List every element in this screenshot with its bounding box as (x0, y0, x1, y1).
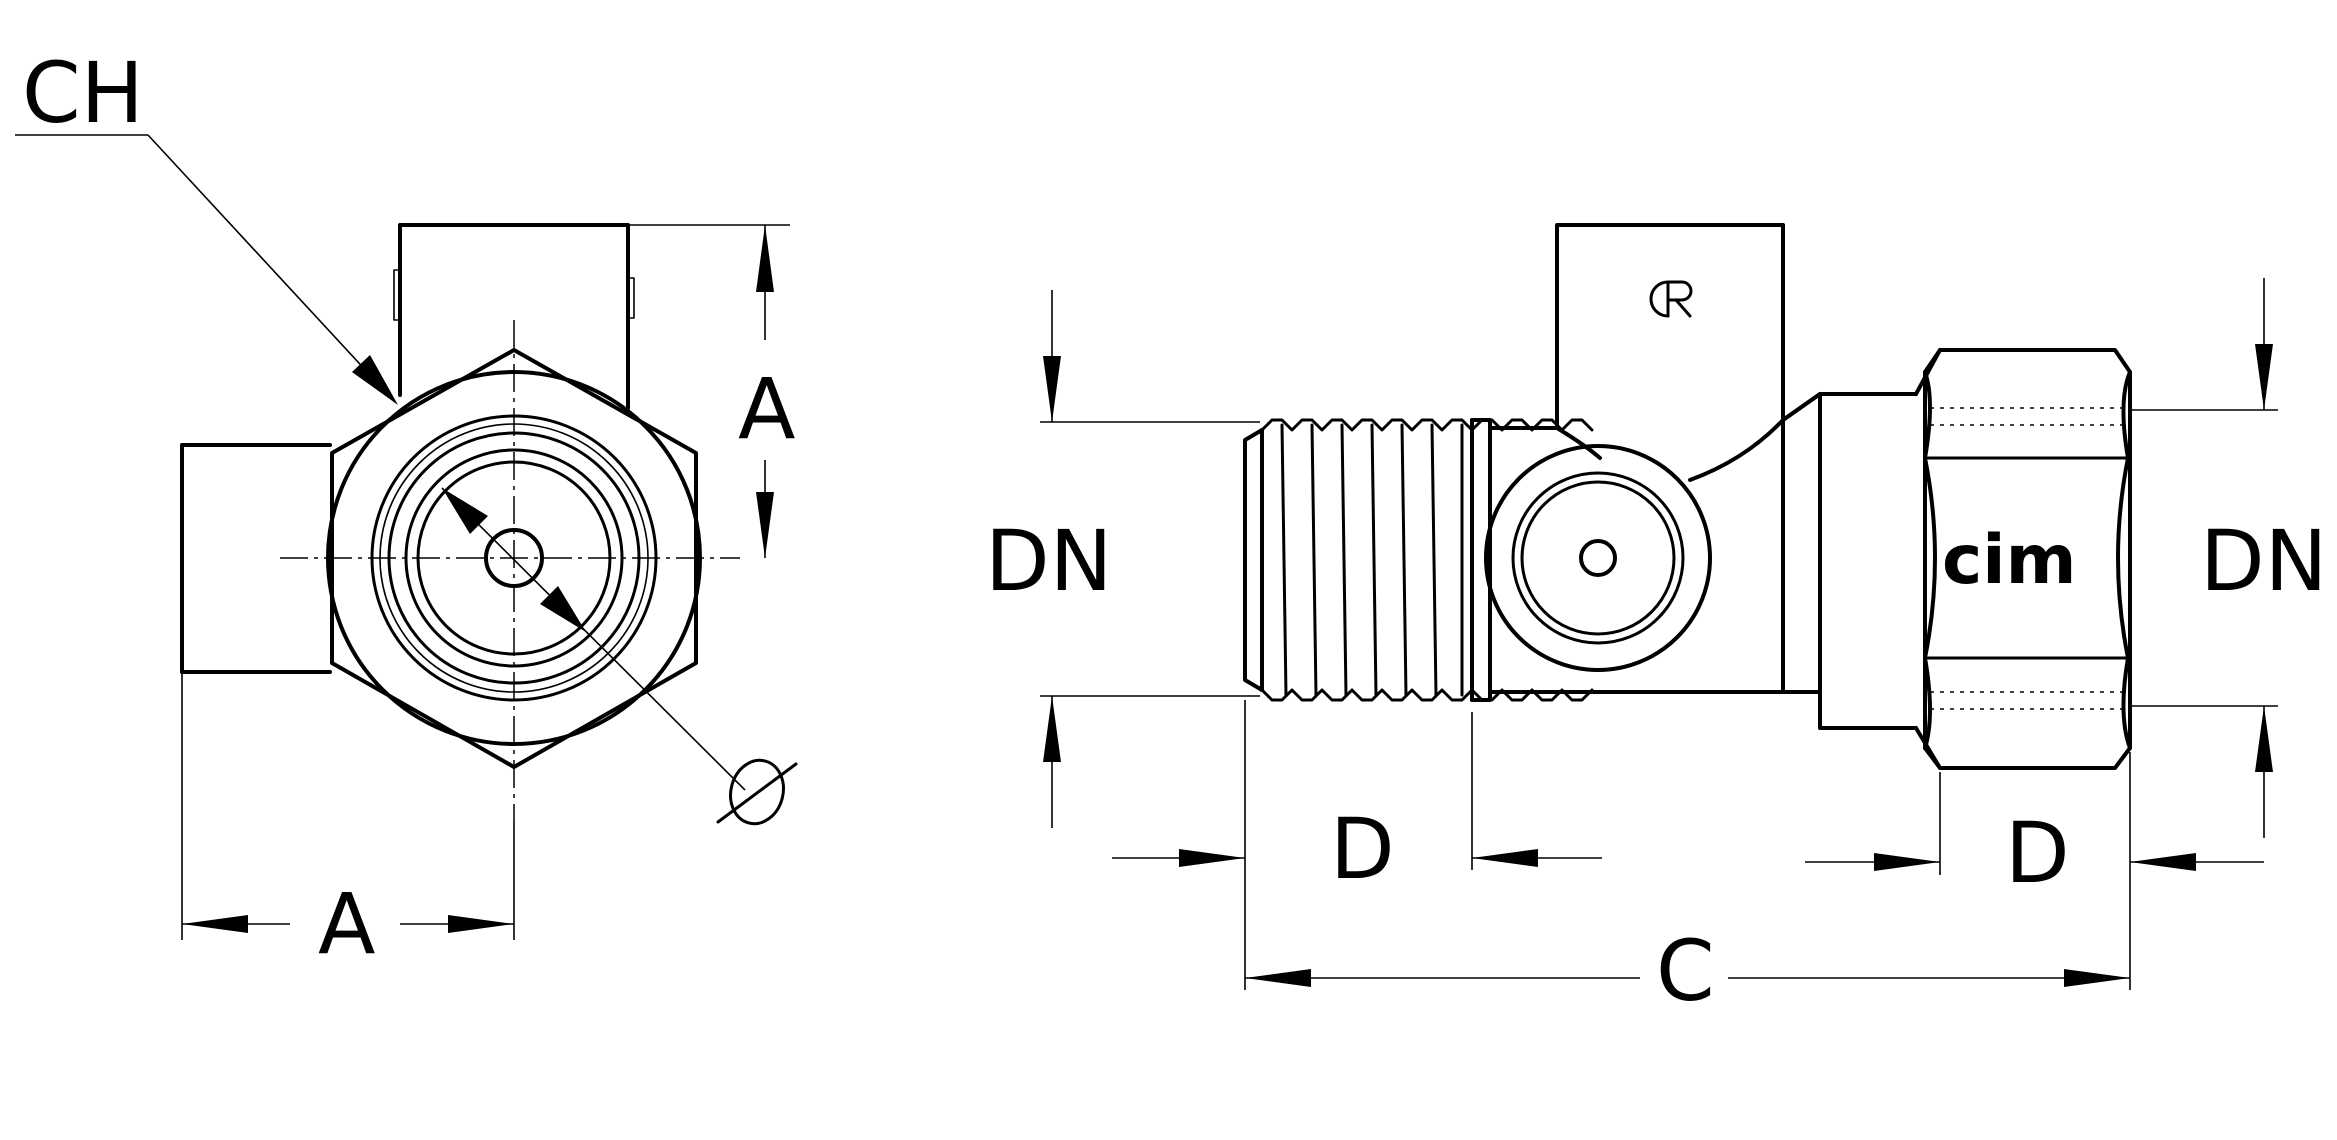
a-horiz-arrow-left (182, 915, 248, 933)
diameter-leader (441, 487, 746, 791)
thread-profile-top (1260, 418, 1594, 432)
top-stub-marks (393, 269, 635, 321)
side-view: CR (0, 0, 2328, 1020)
d-left-arrow-left (1179, 849, 1245, 867)
d-left-label: D (1330, 800, 1395, 898)
ring-5 (404, 448, 624, 668)
bore-ring (416, 460, 612, 656)
a-vert-arrow-bottom (756, 492, 774, 558)
dn-right-arrow-top (2255, 344, 2273, 410)
ch-arrow (352, 355, 398, 405)
outer-ring (326, 370, 702, 746)
ch-label: CH (22, 44, 144, 142)
left-stub (180, 443, 332, 674)
cr-logo: CR (0, 0, 1693, 318)
dn-right-arrow-bottom (2255, 706, 2273, 772)
ring-3 (379, 423, 649, 693)
cim-logo: cim (1942, 521, 2076, 600)
top-stub (398, 223, 630, 410)
d-right-label: D (2005, 804, 2070, 902)
ring-2 (370, 414, 658, 702)
c-arrow-right (2064, 969, 2130, 987)
thread-crests (1280, 423, 1464, 697)
a-horiz-arrow-right (448, 915, 514, 933)
hex-nut (330, 348, 698, 769)
c-label: C (1656, 922, 1715, 1020)
svg-text:CR: CR (0, 0, 2, 1)
diameter-arrow-1 (442, 488, 488, 534)
body-top-right (1688, 392, 1822, 482)
d-right-arrow-left (1874, 853, 1940, 871)
body-top-left (1488, 426, 1602, 460)
ring-4 (387, 431, 641, 685)
d-left-arrow-right (1472, 849, 1538, 867)
dn-left-arrow-bottom (1043, 696, 1061, 762)
a-horizontal-label: A (318, 875, 375, 973)
a-vertical-label: A (738, 360, 795, 458)
side-top-stub (1555, 223, 1785, 430)
dn-right-label: DN (2200, 512, 2328, 610)
dn-left-label: DN (985, 512, 1113, 610)
dn-left-arrow-top (1043, 356, 1061, 422)
neck-top (1781, 392, 1918, 422)
diameter-symbol (716, 758, 798, 826)
neck-left (1818, 392, 1918, 730)
threaded-end (1243, 418, 1594, 702)
diameter-arrow-2 (540, 586, 586, 632)
ch-leader (147, 134, 396, 403)
port-outer (1484, 444, 1712, 672)
port-ring-inner (1520, 480, 1676, 636)
port-hole (1579, 539, 1617, 577)
female-hex-nut (1914, 348, 2132, 770)
port-ring (1511, 471, 1685, 645)
a-vert-arrow-top (756, 225, 774, 292)
c-arrow-left (1245, 969, 1311, 987)
center-hole (484, 528, 544, 588)
front-view: CH A A (15, 44, 798, 973)
d-right-arrow-right (2130, 853, 2196, 871)
